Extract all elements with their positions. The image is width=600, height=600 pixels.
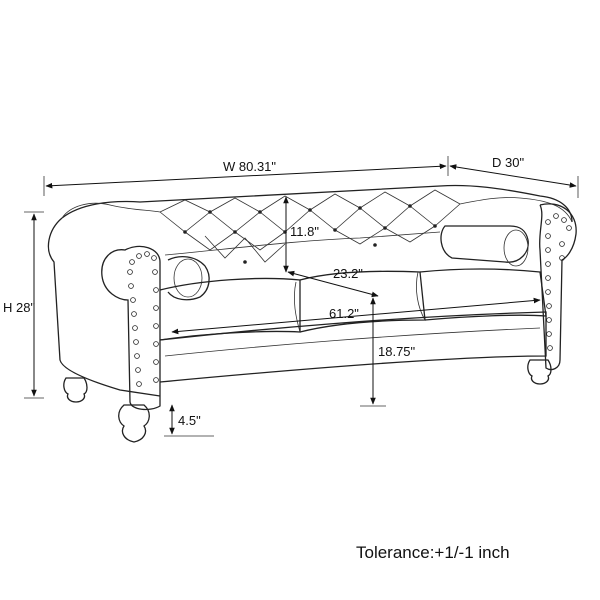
- leg-back-left: [63, 377, 88, 403]
- width-label: W 80.31": [223, 159, 276, 174]
- left-arm-front: [101, 245, 161, 411]
- left-arm-nailheads: [127, 251, 159, 387]
- width-arrow: [45, 163, 447, 189]
- seat-width-label: 61.2": [329, 306, 359, 321]
- left-arm-outline: [47, 217, 161, 397]
- sofa-base-front: [159, 311, 547, 383]
- back-roll-left: [61, 202, 161, 219]
- right-bolster-pillow: [440, 225, 529, 263]
- back-height-label: 11.8": [290, 224, 319, 239]
- dimension-lines: [24, 156, 579, 437]
- leg-front-left: [118, 404, 150, 443]
- seat-depth-arrow: [287, 270, 379, 298]
- leg-height-label: 4.5": [178, 413, 201, 428]
- depth-label: D 30": [492, 155, 524, 170]
- leg-front-right: [527, 359, 552, 385]
- depth-arrow: [449, 164, 577, 188]
- right-bolster-end: [503, 229, 529, 267]
- tolerance-note: Tolerance:+1/-1 inch: [356, 543, 510, 562]
- seat-depth-label: 23.2": [333, 266, 363, 281]
- back-roll-right: [459, 197, 573, 223]
- right-arm-nailheads: [545, 213, 572, 351]
- sofa-back-outline: [61, 184, 573, 223]
- right-arm-outline: [538, 203, 577, 371]
- seat-width-arrow: [171, 297, 541, 335]
- cushion-seam-1: [293, 281, 301, 333]
- left-bolster-end: [173, 258, 203, 298]
- seat-height-label: 18.75": [378, 344, 416, 359]
- sofa-base-line: [164, 327, 541, 357]
- height-label: H 28": [3, 300, 35, 315]
